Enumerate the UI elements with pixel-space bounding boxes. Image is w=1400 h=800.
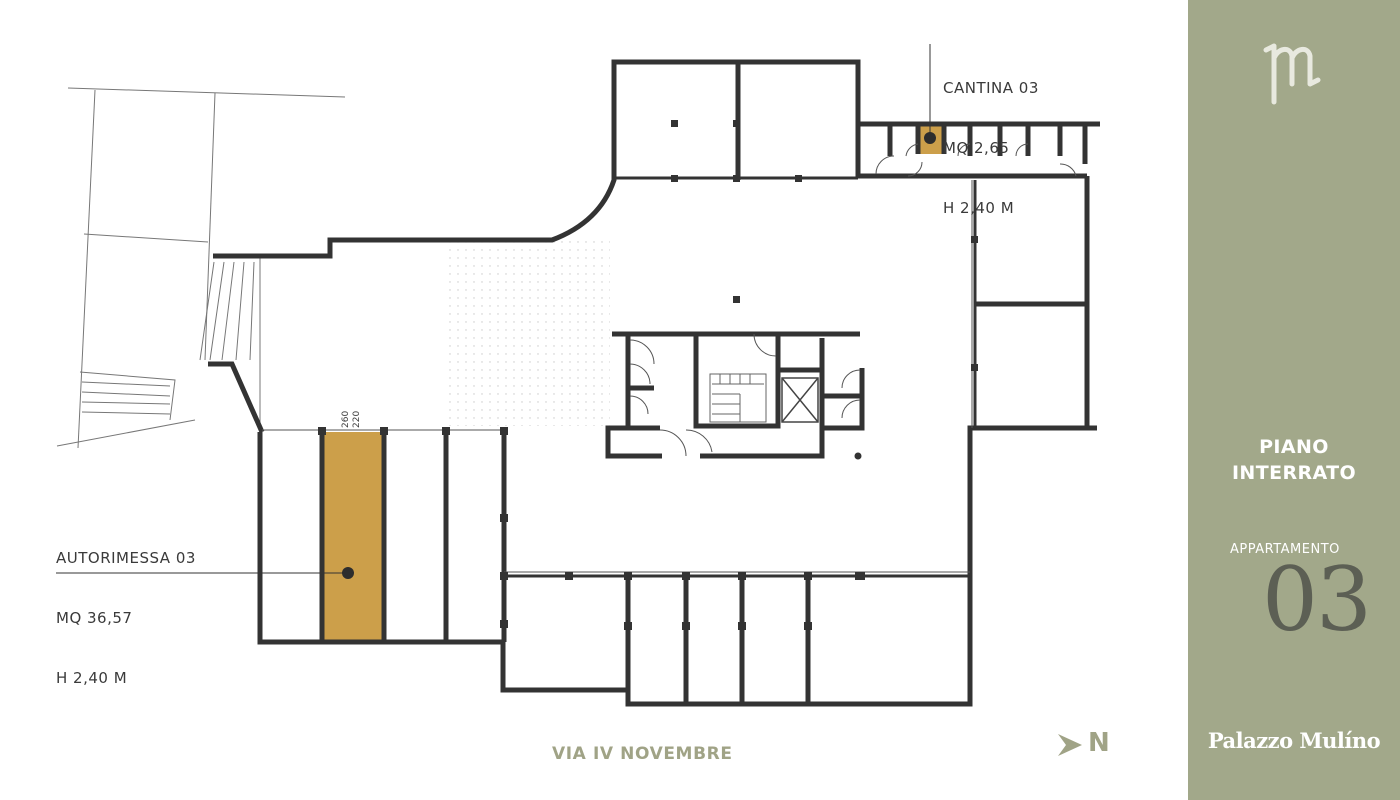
- floor-title-line1: PIANO: [1259, 436, 1329, 458]
- north-arrow-icon: [1058, 734, 1082, 756]
- door-swings: [629, 143, 1077, 457]
- walls: [208, 59, 1100, 707]
- cellar-height: H 2,40 M: [943, 199, 1015, 217]
- cellar-leader: [924, 44, 936, 144]
- lift: [781, 377, 819, 423]
- garage-dimension-220: 220: [352, 410, 362, 428]
- floor-title-line2: INTERRATO: [1231, 462, 1357, 484]
- garage-03-highlight[interactable]: [322, 432, 384, 642]
- garage-dimension-260: 260: [341, 410, 351, 428]
- garage-name: AUTORIMESSA 03: [56, 549, 196, 567]
- cellar-label: CANTINA 03 MQ 2,65 H 2,40 M: [943, 38, 1039, 238]
- site-outline: [56, 87, 346, 449]
- street-name: VIA IV NOVEMBRE: [552, 744, 733, 764]
- cellar-area: MQ 2,65: [943, 139, 1010, 157]
- floor-plan: [56, 44, 1100, 707]
- cellar-name: CANTINA 03: [943, 79, 1039, 97]
- north-label: N: [1088, 728, 1110, 758]
- garage-label: AUTORIMESSA 03 MQ 36,57 H 2,40 M: [56, 508, 196, 708]
- staircase: [709, 373, 767, 423]
- brand-name: Palazzo Mulíno: [1207, 728, 1381, 753]
- ramp-area: [444, 240, 610, 426]
- brand-logo-icon: [1262, 34, 1326, 113]
- garage-height: H 2,40 M: [56, 669, 128, 687]
- apartment-label: APPARTAMENTO: [1230, 542, 1340, 557]
- sidebar: PIANO INTERRATO APPARTAMENTO 03 Palazzo …: [1188, 0, 1400, 800]
- columns: [318, 120, 978, 630]
- floor-title: PIANO INTERRATO: [1188, 434, 1400, 486]
- garage-area: MQ 36,57: [56, 609, 133, 627]
- north-compass: N: [1056, 728, 1116, 765]
- garage-leader: [56, 567, 354, 579]
- apartment-number: 03: [1262, 548, 1372, 651]
